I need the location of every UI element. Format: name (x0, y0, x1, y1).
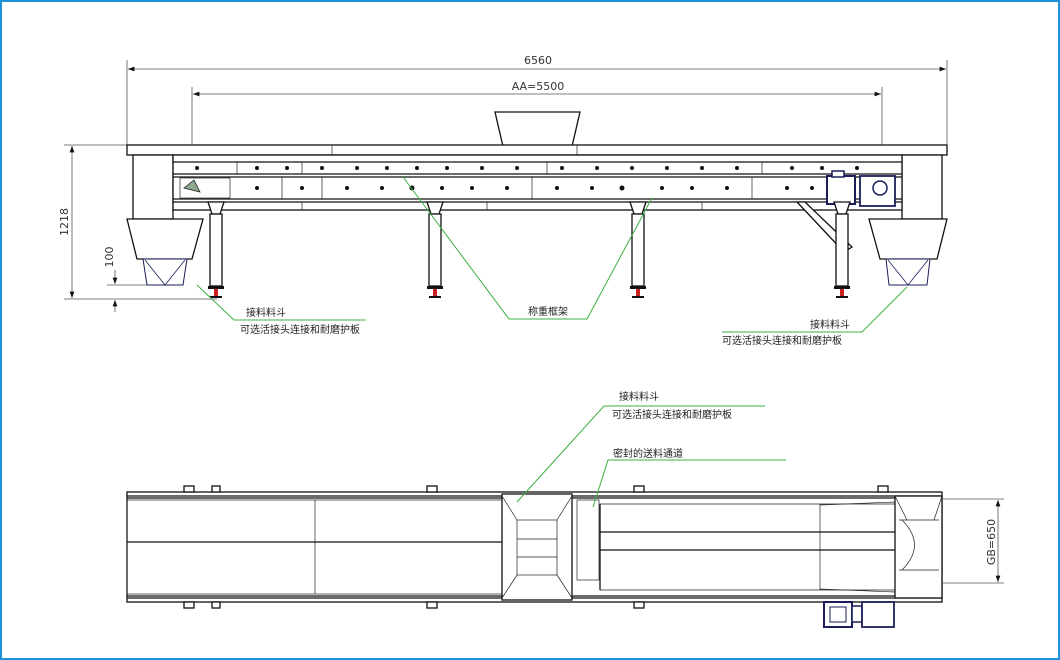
drive-motor-plan (823, 601, 895, 628)
dimension-text-100: 100 (103, 247, 116, 268)
svg-text:可选活接头连接和耐磨护板: 可选活接头连接和耐磨护板 (240, 323, 360, 336)
dimension-overall-length: 6560 (126, 54, 948, 152)
tail-pulley (183, 179, 201, 193)
svg-text:密封的送料通道: 密封的送料通道 (613, 447, 683, 460)
top-view (126, 485, 943, 628)
callout-sealed-channel: 密封的送料通道 (592, 447, 786, 508)
dimension-text-1218: 1218 (58, 208, 71, 236)
weighing-frame (172, 154, 903, 211)
feed-hopper-plan (501, 493, 573, 601)
head-chute (894, 495, 943, 599)
support-legs (207, 201, 851, 298)
dimension-text-gb: GB=650 (985, 519, 998, 565)
svg-text:接料料斗: 接料料斗 (619, 390, 659, 403)
side-view (126, 111, 948, 298)
top-cover (126, 144, 948, 156)
right-hopper (868, 218, 948, 286)
dimension-height: 1218 100 (58, 144, 217, 312)
callout-left-hopper: 接料料斗 可选活接头连接和耐磨护板 (196, 284, 366, 336)
drive-motor (826, 170, 896, 207)
svg-text:可选活接头连接和耐磨护板: 可选活接头连接和耐磨护板 (612, 408, 732, 421)
svg-text:称重框架: 称重框架 (528, 305, 568, 318)
left-hopper (126, 218, 204, 286)
svg-text:可选活接头连接和耐磨护板: 可选活接头连接和耐磨护板 (722, 334, 842, 347)
svg-text:接料料斗: 接料料斗 (810, 318, 850, 331)
callout-right-hopper: 接料料斗 可选活接头连接和耐磨护板 (722, 286, 908, 347)
dimension-text-6560: 6560 (524, 54, 552, 67)
dimension-text-aa: AA=5500 (512, 80, 565, 93)
callout-weighing-frame: 称重框架 (402, 176, 653, 320)
dimension-belt-width: GB=650 (942, 498, 1004, 584)
svg-text:接料料斗: 接料料斗 (246, 306, 286, 319)
callout-top-hopper: 接料料斗 可选活接头连接和耐磨护板 (516, 390, 765, 503)
